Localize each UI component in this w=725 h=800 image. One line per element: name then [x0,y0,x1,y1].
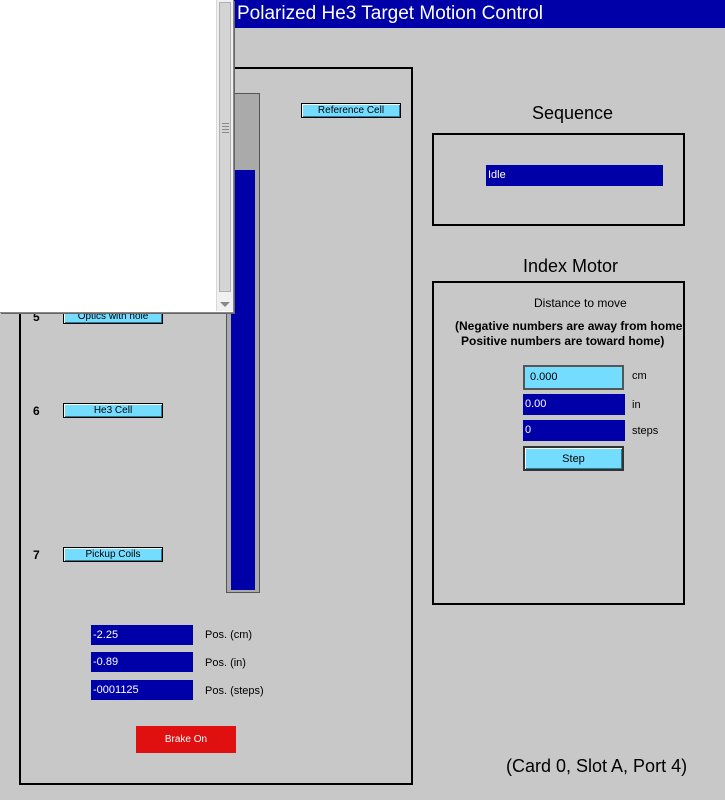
thumb-grip-icon [222,129,229,130]
position-cm-readout: -2.25 [91,625,193,645]
distance-in-field[interactable]: 0.00 [523,394,625,415]
position-steps-label: Pos. (steps) [205,685,264,697]
index-motor-panel [432,281,685,605]
station-7-number: 7 [33,548,40,562]
sequence-heading: Sequence [532,103,614,123]
popup-list-window[interactable] [0,0,234,313]
distance-steps-field[interactable]: 0 [523,420,625,441]
station-he3-cell-button[interactable]: He3 Cell [63,403,163,418]
scrollbar-thumb[interactable] [219,2,231,292]
distance-steps-unit: steps [632,425,659,437]
direction-note-line2: Positive numbers are toward home) [461,334,665,348]
sequence-panel [432,133,685,226]
thumb-grip-icon [222,123,229,124]
position-in-label: Pos. (in) [205,657,246,669]
distance-in-unit: in [632,399,641,411]
position-cm-label: Pos. (cm) [205,629,253,641]
hardware-location: (Card 0, Slot A, Port 4) [506,756,688,776]
popup-scrollbar[interactable] [216,0,233,311]
position-gauge-fill [231,170,255,590]
reference-cell-button[interactable]: Reference Cell [301,103,401,118]
position-in-readout: -0.89 [91,652,193,672]
station-6-number: 6 [33,404,40,418]
direction-note-line1: (Negative numbers are away from home [455,319,683,333]
distance-cm-input[interactable]: 0.000 [523,365,624,390]
thumb-grip-icon [222,126,229,127]
position-steps-readout: -0001125 [91,680,193,700]
scroll-down-arrow-icon[interactable] [220,302,230,307]
brake-button[interactable]: Brake On [136,726,236,753]
step-button[interactable]: Step [523,446,624,471]
distance-label: Distance to move [534,296,627,310]
index-motor-heading: Index Motor [523,256,619,276]
station-5-number: 5 [33,310,40,324]
thumb-grip-icon [222,132,229,133]
station-pickup-coils-button[interactable]: Pickup Coils [63,547,163,562]
sequence-status: Idle [486,165,663,186]
window-title: Polarized He3 Target Motion Control [237,3,543,24]
distance-cm-unit: cm [632,370,647,382]
